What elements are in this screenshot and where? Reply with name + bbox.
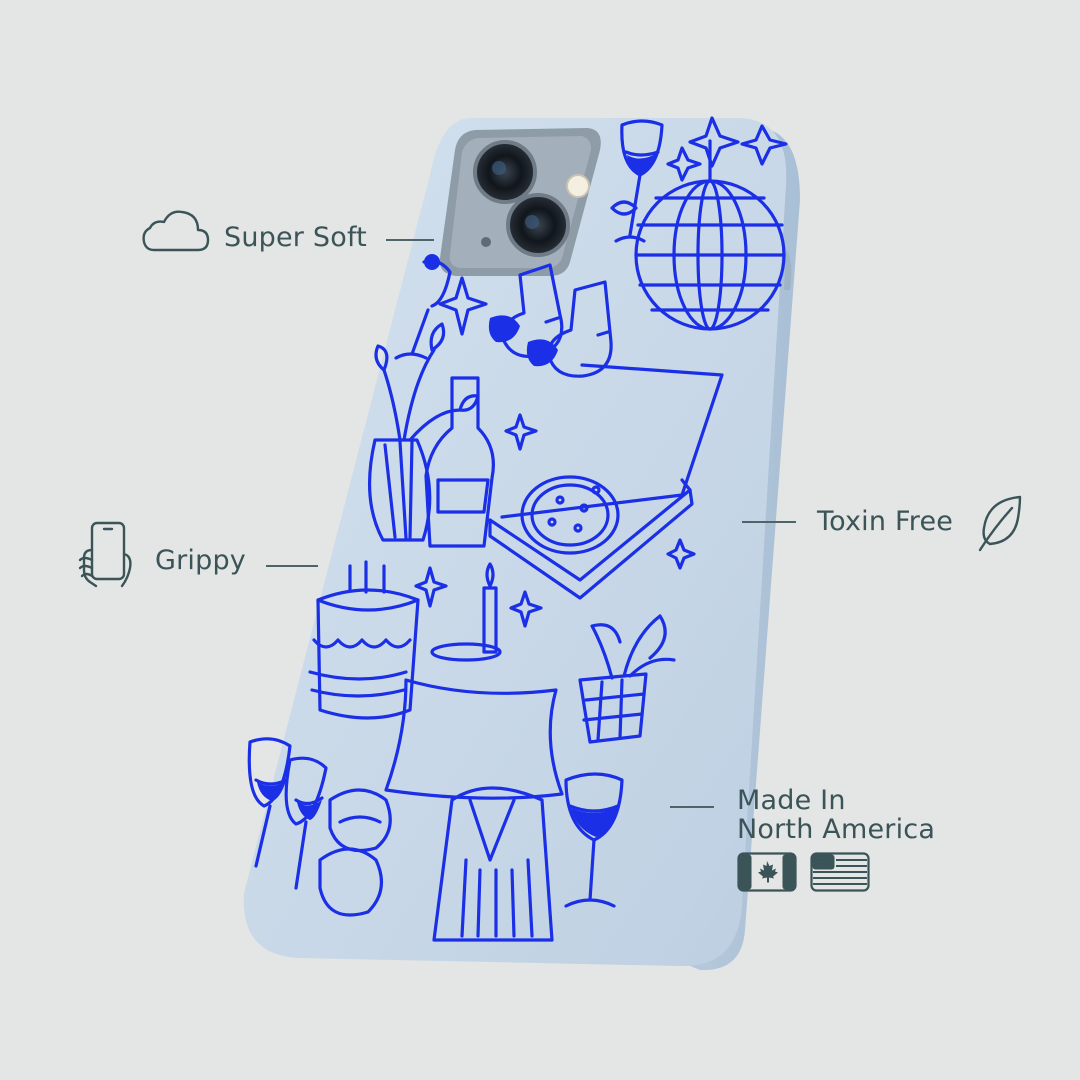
camera-flash	[566, 174, 590, 198]
made-in-leader-line	[670, 806, 714, 808]
made-in-label-line2: North America	[737, 814, 936, 845]
hand-holding-phone-icon	[76, 520, 136, 590]
toxin-free-leader-line	[742, 521, 796, 523]
cloud-icon	[140, 206, 210, 254]
grippy-leader-line	[266, 565, 318, 567]
doodle-fills	[257, 153, 657, 837]
leaf-icon	[976, 494, 1024, 552]
toxin-free-label: Toxin Free	[817, 506, 954, 537]
doodle-pattern	[247, 116, 788, 942]
canada-flag-icon	[737, 852, 797, 892]
super-soft-leader-line	[386, 239, 434, 241]
case-body	[243, 118, 787, 967]
made-in-label-line1: Made In	[737, 785, 846, 816]
grippy-label: Grippy	[155, 545, 246, 576]
super-soft-label: Super Soft	[224, 222, 367, 253]
side-button	[784, 250, 792, 290]
camera-lens	[473, 140, 537, 204]
usa-flag-icon	[810, 852, 870, 892]
